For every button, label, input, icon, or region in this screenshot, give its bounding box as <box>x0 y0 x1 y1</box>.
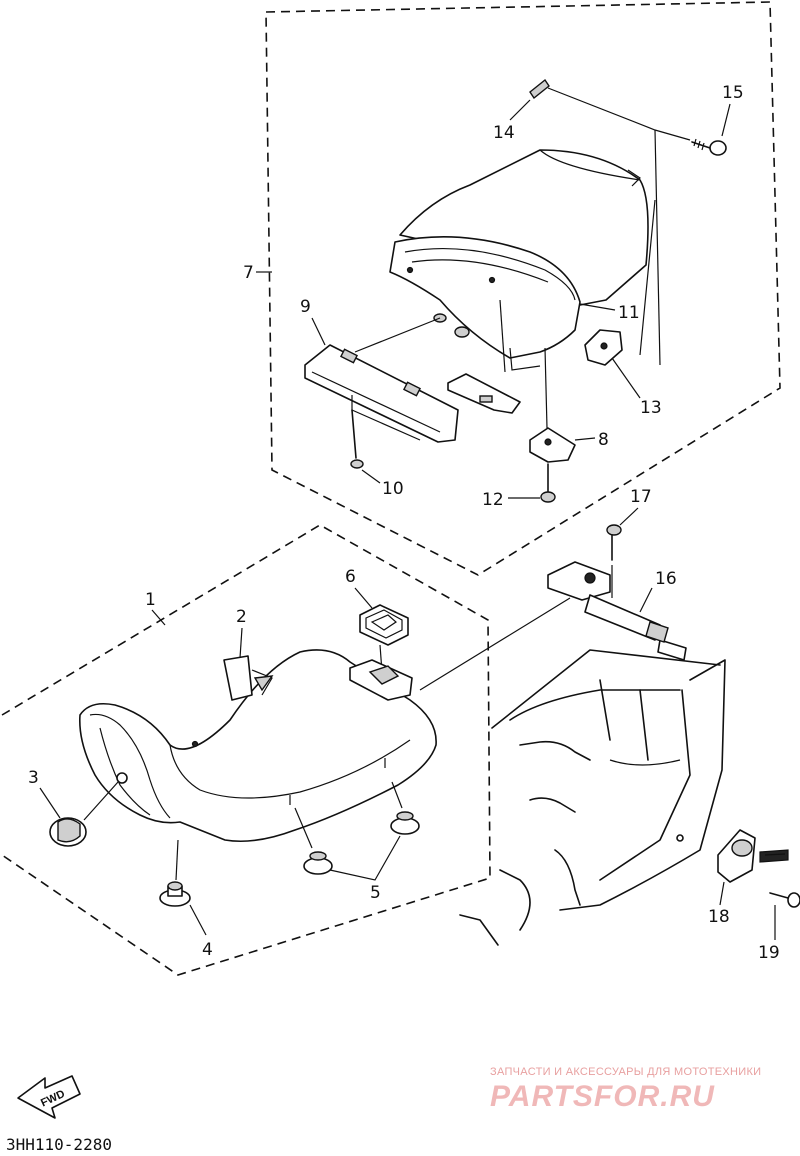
bolt-12 <box>540 463 556 503</box>
damper-4 <box>159 881 191 907</box>
callout-8: 8 <box>598 430 609 450</box>
callout-14: 14 <box>493 123 515 143</box>
key-lock-18 <box>717 829 789 883</box>
damper-5a <box>303 851 333 875</box>
bolt-10 <box>350 409 364 469</box>
damper-5b <box>390 811 420 835</box>
assembly-7-boundary <box>265 1 781 576</box>
mount-plate-9 <box>304 344 459 443</box>
callout-5: 5 <box>370 883 381 903</box>
bracket-8 <box>529 427 576 463</box>
callout-4: 4 <box>202 940 213 960</box>
callout-11: 11 <box>618 303 640 323</box>
watermark-tagline: ЗАПЧАСТИ И АКСЕССУАРЫ ДЛЯ МОТОТЕХНИКИ <box>490 1066 761 1078</box>
watermark-brand: PARTSFOR.RU <box>490 1080 715 1113</box>
pin-14 <box>529 78 550 100</box>
callout-19: 19 <box>758 943 780 963</box>
callout-1: 1 <box>145 590 156 610</box>
bolt-17 <box>606 524 622 561</box>
callout-13: 13 <box>640 398 662 418</box>
callout-18: 18 <box>708 907 730 927</box>
callout-3: 3 <box>28 768 39 788</box>
callout-16: 16 <box>655 569 677 589</box>
main-seat <box>78 649 437 843</box>
rear-seat-cowl <box>389 149 649 371</box>
callout-17: 17 <box>630 487 652 507</box>
diagram-code: 3HH110-2280 <box>6 1135 112 1154</box>
screw-15 <box>691 138 727 156</box>
fwd-arrow-icon: FWD <box>17 1075 81 1119</box>
callout-12: 12 <box>482 490 504 510</box>
seat-latch-plate <box>349 659 413 701</box>
seat-lock-16 <box>547 561 687 661</box>
callout-6: 6 <box>345 567 356 587</box>
knob-3 <box>49 772 128 847</box>
callout-15: 15 <box>722 83 744 103</box>
callout-7: 7 <box>243 263 254 283</box>
mount-bracket <box>447 373 521 414</box>
callout-10: 10 <box>382 479 404 499</box>
bracket-13 <box>584 329 623 366</box>
damper-6 <box>359 604 409 646</box>
screw-19 <box>769 892 800 908</box>
assembly-1-boundary <box>1 524 491 976</box>
seat-hook <box>223 655 274 701</box>
frame-section <box>459 649 726 946</box>
callout-2: 2 <box>236 607 247 627</box>
callout-9: 9 <box>300 297 311 317</box>
